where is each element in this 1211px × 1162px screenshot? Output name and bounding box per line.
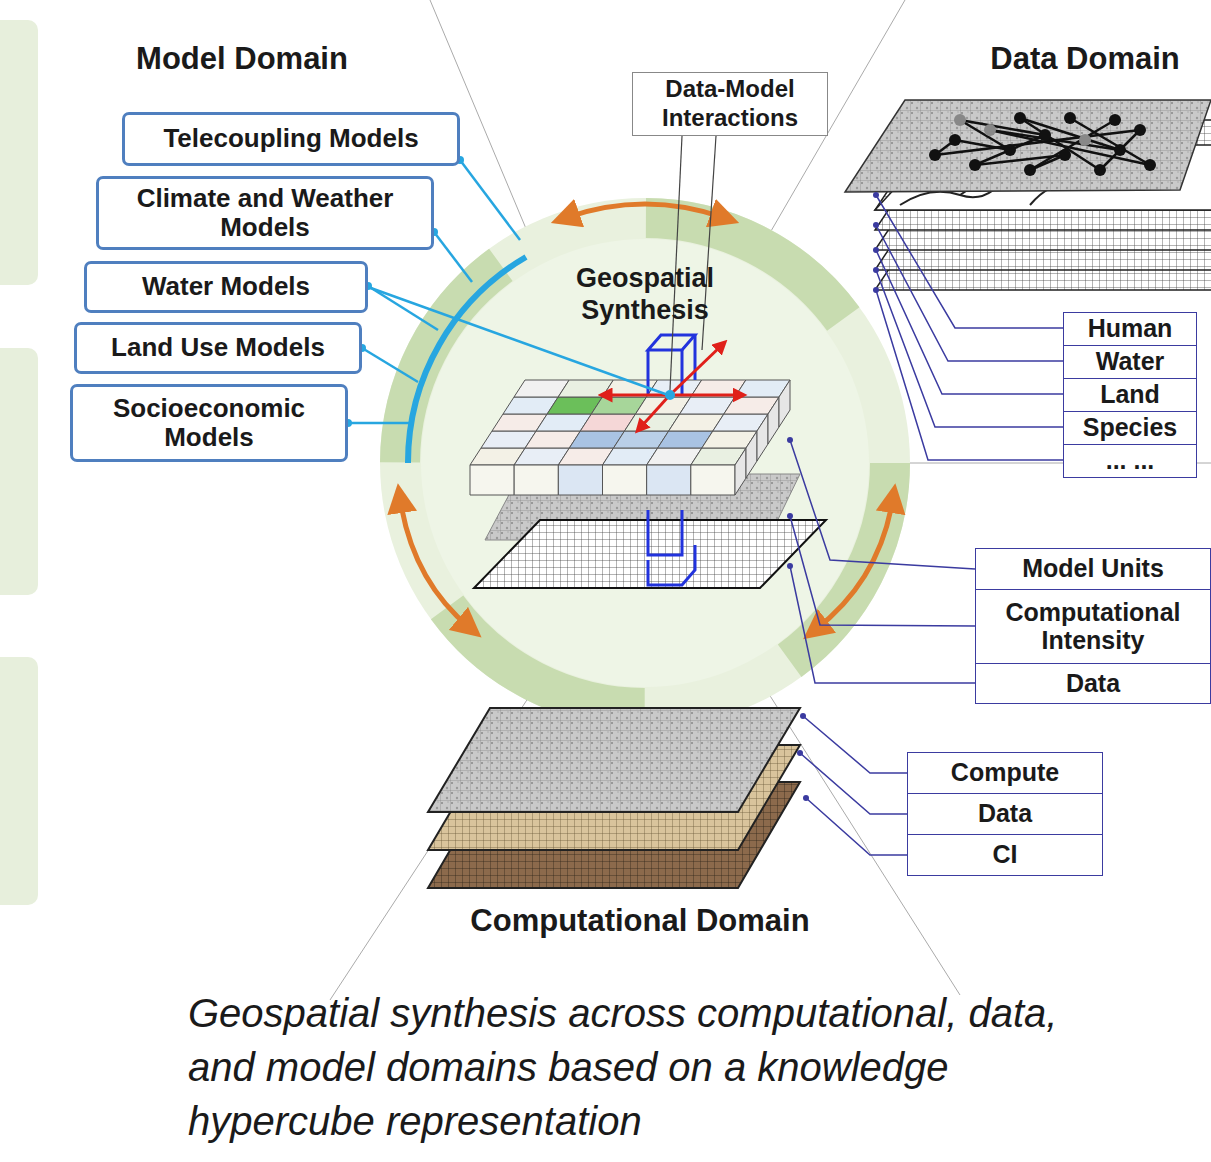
model-box: Water Models [84, 261, 368, 313]
network-node [1039, 129, 1051, 141]
node-text: Land [1100, 381, 1160, 409]
domain-heading: Computational Domain [400, 902, 880, 939]
table-cell: ... ... [1063, 444, 1197, 478]
cube-side [647, 465, 691, 495]
table-cell: Human [1063, 312, 1197, 346]
network-node [969, 159, 981, 171]
node-text: CI [993, 841, 1018, 869]
center-label: Geospatial Synthesis [545, 262, 745, 327]
domain-heading: Data Domain [960, 40, 1210, 77]
model-box: Telecoupling Models [122, 112, 460, 166]
table-cell: Compute [907, 752, 1103, 794]
network-node [1064, 112, 1076, 124]
model-box: Land Use Models [74, 322, 362, 374]
node-text: Telecoupling Models [163, 124, 418, 153]
cube-side [470, 465, 514, 495]
table-cell: Species [1063, 411, 1197, 445]
node-text: ... ... [1106, 447, 1155, 475]
cube-side [746, 431, 757, 478]
network-node [1109, 114, 1121, 126]
node-text: Land Use Models [111, 333, 325, 362]
network-link [1020, 118, 1100, 170]
table-cell: Data [975, 663, 1211, 704]
node-text: Model Units [1022, 555, 1164, 583]
model-box: Climate and Weather Models [96, 176, 434, 250]
node-text: Computational Intensity [980, 599, 1206, 654]
network-link [960, 120, 1045, 135]
network-node [1134, 124, 1146, 136]
model-box: Socioeconomic Models [70, 384, 348, 462]
callout-box: Data-Model Interactions [632, 72, 828, 136]
cube-side [768, 397, 779, 444]
network-node [954, 114, 966, 126]
network-node [1024, 164, 1036, 176]
node-text: Data [1066, 670, 1120, 698]
network-link [1070, 118, 1150, 165]
cube-side [691, 465, 735, 495]
table-cell: CI [907, 834, 1103, 876]
table-cell: Data [907, 793, 1103, 835]
network-node [1059, 149, 1071, 161]
data-layer [845, 100, 1211, 192]
table-cell: Water [1063, 345, 1197, 379]
node-text: Species [1083, 414, 1178, 442]
domain-heading: Model Domain [112, 40, 372, 77]
network-node [949, 134, 961, 146]
network-node [1079, 134, 1091, 146]
data-layers [845, 100, 1211, 290]
cube-side [558, 465, 602, 495]
network-node [984, 124, 996, 136]
cube-side [779, 380, 790, 427]
node-text: Data [978, 800, 1032, 828]
table-cell: Model Units [975, 548, 1211, 590]
node-text: Climate and Weather Models [107, 184, 423, 242]
node-text: Human [1088, 315, 1173, 343]
cube-side [603, 465, 647, 495]
node-text: Data-Model Interactions [639, 75, 821, 133]
network-node [1144, 159, 1156, 171]
table-cell: Computational Intensity [975, 589, 1211, 664]
network-node [1094, 164, 1106, 176]
network-node [929, 149, 941, 161]
network-node [1014, 112, 1026, 124]
caption: Geospatial synthesis across computationa… [188, 986, 1088, 1148]
network-link [990, 130, 1150, 165]
network-node [1114, 144, 1126, 156]
node-text: Water Models [142, 272, 310, 301]
node-text: Compute [951, 759, 1059, 787]
node-text: Water [1096, 348, 1165, 376]
cube-side [514, 465, 558, 495]
network-node [1004, 144, 1016, 156]
node-text: Socioeconomic Models [81, 394, 337, 452]
table-cell: Land [1063, 378, 1197, 412]
hypercube [470, 380, 790, 495]
cube-side [735, 448, 746, 495]
network-link [1100, 130, 1140, 170]
cube-side [757, 414, 768, 461]
